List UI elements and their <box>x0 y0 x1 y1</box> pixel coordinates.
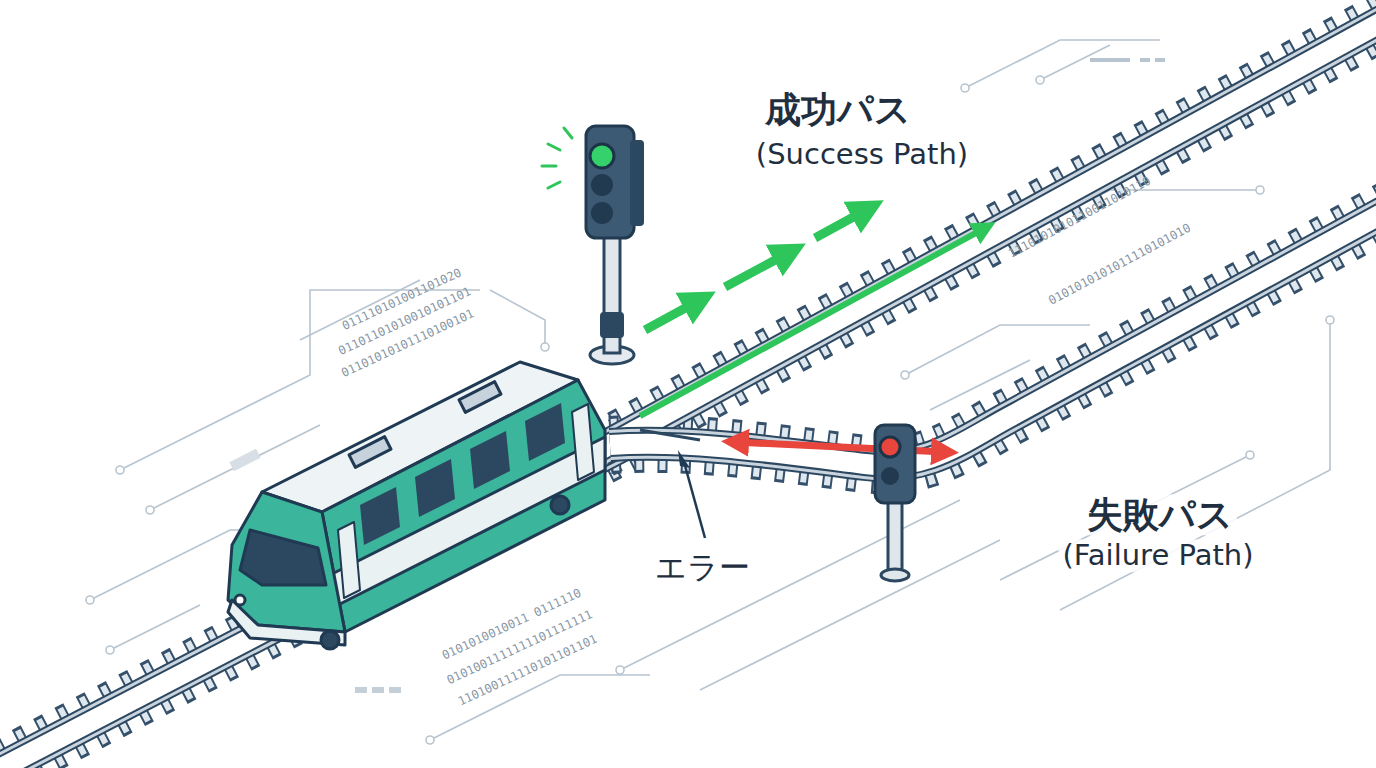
train-part-part <box>338 522 360 598</box>
train-part <box>240 530 326 585</box>
path-title: 成功パス <box>761 89 915 130</box>
circuit-lines-part <box>541 343 549 351</box>
red-signal-part <box>881 467 899 485</box>
circuit-lines-part <box>1326 316 1334 324</box>
train-part <box>459 382 501 413</box>
green-signal-part <box>590 144 614 168</box>
circuit-lines-part <box>355 687 401 693</box>
track-sleepers-part <box>600 0 1376 450</box>
train-part-part <box>470 431 510 489</box>
track-rails-part <box>610 182 1376 465</box>
red-signal-part <box>880 437 900 457</box>
train-part <box>338 403 594 598</box>
train-part-part <box>525 403 565 461</box>
path-subtitle: (Failure Path) <box>1059 539 1258 572</box>
red-signal <box>875 425 915 581</box>
track-rails-part <box>610 182 1376 465</box>
path-title: 失敗パス <box>1083 494 1237 535</box>
circuit-lines-part <box>86 596 94 604</box>
train-part-part <box>360 487 400 545</box>
binary-text: 0101010101011110101010 <box>1047 222 1194 309</box>
track-rails-part <box>640 430 700 440</box>
error-leader-line <box>678 450 705 538</box>
train-part <box>349 437 391 468</box>
path-arrows-part <box>640 228 985 416</box>
circuit-lines-part <box>106 646 114 654</box>
green-signal-part <box>591 202 613 224</box>
red-signal-part <box>875 425 915 503</box>
error-leader-line-part <box>678 450 690 468</box>
track-sleepers-part <box>600 0 1376 450</box>
circuit-lines-part <box>146 506 154 514</box>
circuit-lines-part <box>1090 58 1165 62</box>
train-part <box>235 595 245 605</box>
green-signal-part <box>591 174 613 196</box>
circuit-lines-part <box>901 371 909 379</box>
green-signal-part <box>542 128 572 188</box>
track-rails-part <box>610 182 1376 465</box>
track-rails-part <box>600 0 1376 450</box>
circuit-lines-part <box>961 84 969 92</box>
error-label: エラー <box>651 550 754 586</box>
train-part-part <box>415 459 455 517</box>
path-arrows <box>640 209 985 452</box>
track-rails-part <box>600 0 1376 450</box>
circuit-lines-part <box>616 666 624 674</box>
circuit-lines-part <box>116 466 124 474</box>
circuit-lines-part <box>1036 76 1044 84</box>
path-arrows-part <box>815 209 868 238</box>
circuit-lines-part <box>1246 451 1254 459</box>
circuit-lines-part <box>490 290 545 343</box>
green-signal-part <box>586 126 634 238</box>
error-leader-line-part <box>684 462 705 538</box>
circuit-lines-part <box>965 40 1160 88</box>
track-rails-part <box>600 0 1376 450</box>
green-signal-part <box>630 140 644 226</box>
path-arrows-part <box>645 300 700 330</box>
binary-text: 1110101010110011010110 <box>1007 175 1154 262</box>
circuit-lines-part <box>1256 186 1264 194</box>
train-part <box>551 496 569 514</box>
track-rails-part <box>610 182 1376 465</box>
track-rails-part <box>600 0 1376 450</box>
circuit-lines-part <box>426 736 434 744</box>
train-part-part <box>572 404 594 480</box>
train-part <box>330 437 605 605</box>
circuit-lines-part <box>229 449 260 472</box>
red-signal-part <box>881 569 909 581</box>
green-signal-part <box>600 312 624 338</box>
green-signal <box>542 126 644 364</box>
train-part <box>321 631 339 649</box>
path-subtitle: (Success Path) <box>752 138 972 171</box>
path-arrows-part <box>725 252 790 287</box>
circuit-lines-part <box>1040 45 1110 80</box>
